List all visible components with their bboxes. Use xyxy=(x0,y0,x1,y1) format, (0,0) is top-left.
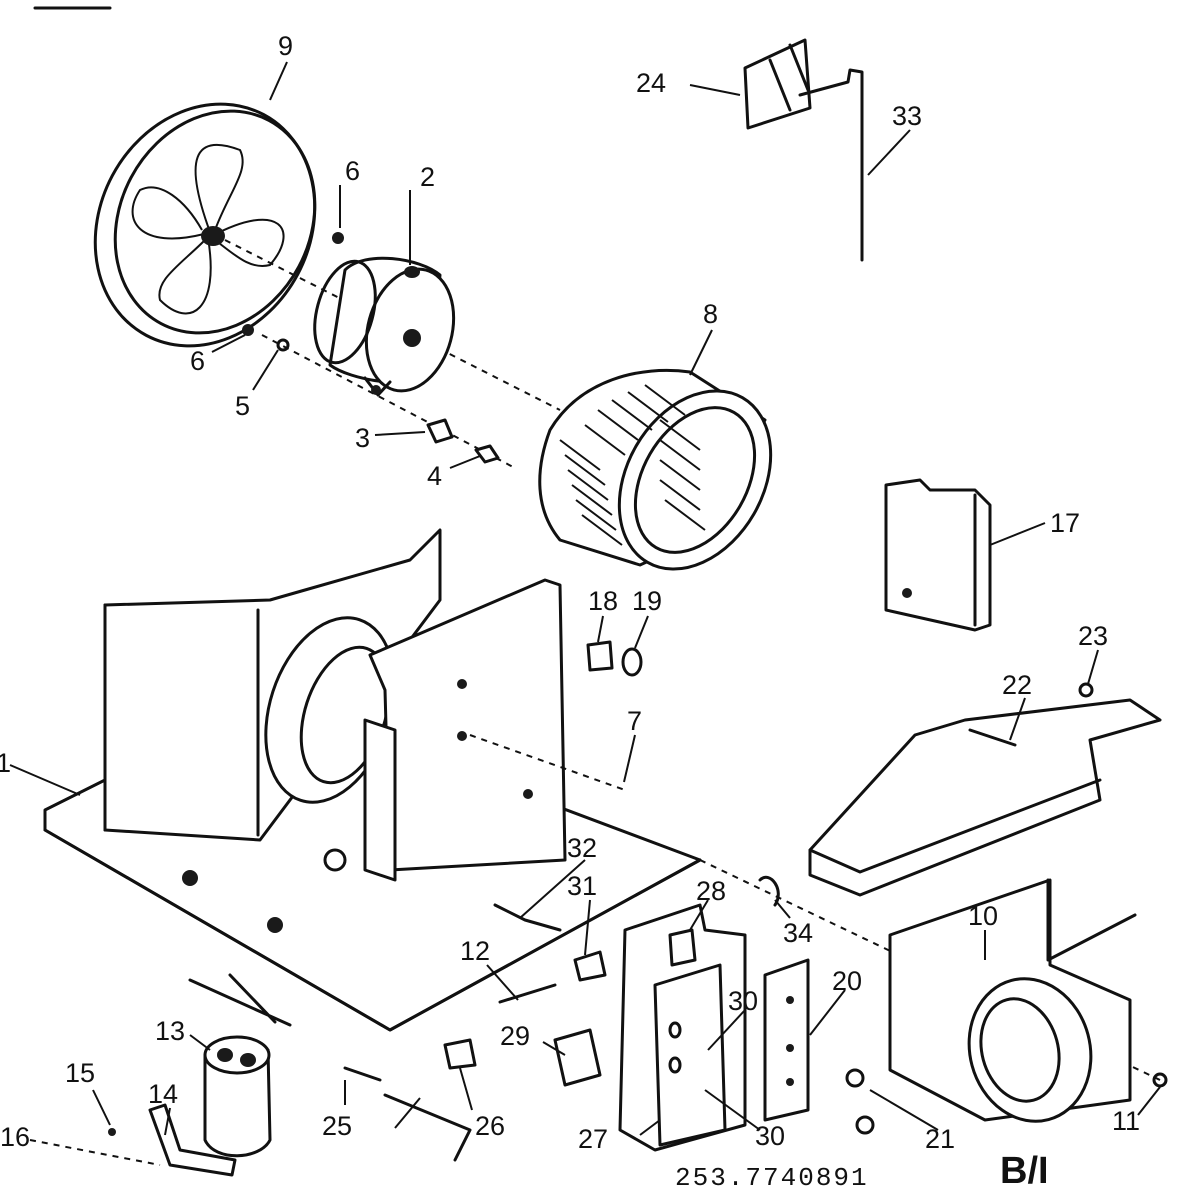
capacitor-part xyxy=(203,1035,272,1158)
nut-21-upper xyxy=(845,1068,865,1088)
section-code: B/I xyxy=(1000,1150,1049,1192)
rod-part xyxy=(798,68,864,262)
screw-11 xyxy=(1152,1072,1168,1088)
panel-part xyxy=(884,478,992,632)
model-number: 253.7740891 xyxy=(675,1163,869,1193)
callout-23: 23 xyxy=(1078,621,1108,651)
callout-labels: 9 6 2 24 33 8 6 5 3 4 17 18 19 23 22 7 1… xyxy=(0,31,1140,1154)
callout-13: 13 xyxy=(155,1016,185,1046)
callout-34: 34 xyxy=(783,918,813,948)
callout-4: 4 xyxy=(427,461,442,491)
knob-19 xyxy=(621,647,643,677)
switch-31 xyxy=(573,950,607,982)
callout-32: 32 xyxy=(567,833,597,863)
wire-12 xyxy=(498,983,557,1004)
callout-17: 17 xyxy=(1050,508,1080,538)
nut-21-lower xyxy=(855,1115,875,1135)
shaft-axis xyxy=(224,239,561,411)
top-plate-part xyxy=(808,682,1162,897)
relay-29 xyxy=(553,1028,602,1087)
callout-12: 12 xyxy=(460,936,490,966)
callout-6-lower: 6 xyxy=(190,346,205,376)
clip-3 xyxy=(426,418,454,444)
callout-14: 14 xyxy=(148,1079,178,1109)
blower-wheel-part xyxy=(538,368,773,571)
callout-20: 20 xyxy=(832,966,862,996)
switch-18 xyxy=(586,640,614,672)
callout-30-upper: 30 xyxy=(728,986,758,1016)
callout-15: 15 xyxy=(65,1058,95,1088)
callout-29: 29 xyxy=(500,1021,530,1051)
mount-line-16 xyxy=(29,1139,161,1166)
callout-1: 1 xyxy=(0,748,11,778)
base-pan-part xyxy=(43,528,702,1032)
callout-31: 31 xyxy=(567,871,597,901)
nut-6-lower xyxy=(242,324,254,336)
blower-housing-part xyxy=(888,878,1137,1123)
terminal-26 xyxy=(443,1038,477,1070)
callout-33: 33 xyxy=(892,101,922,131)
control-panel-part xyxy=(618,903,810,1152)
callout-3: 3 xyxy=(355,423,370,453)
callout-10: 10 xyxy=(968,901,998,931)
mount-line-7 xyxy=(469,734,626,791)
wire-harness-25 xyxy=(188,973,472,1162)
clip-4 xyxy=(474,444,500,464)
washer-5 xyxy=(276,338,290,352)
motor-part xyxy=(313,256,456,397)
callout-5: 5 xyxy=(235,391,250,421)
callout-28: 28 xyxy=(696,876,726,906)
callout-30-lower: 30 xyxy=(755,1121,785,1151)
callout-24: 24 xyxy=(636,68,666,98)
callout-leaders xyxy=(9,61,1161,1136)
callout-26: 26 xyxy=(475,1111,505,1141)
callout-7: 7 xyxy=(627,706,642,736)
callout-9: 9 xyxy=(278,31,293,61)
callout-21: 21 xyxy=(925,1124,955,1154)
screw-15 xyxy=(108,1128,116,1136)
callout-16: 16 xyxy=(0,1122,30,1152)
callout-6-upper: 6 xyxy=(345,156,360,186)
callout-11: 11 xyxy=(1112,1106,1140,1136)
wire-32 xyxy=(493,903,562,932)
callout-25: 25 xyxy=(322,1111,352,1141)
bracket-part xyxy=(743,38,812,130)
callout-19: 19 xyxy=(632,586,662,616)
callout-18: 18 xyxy=(588,586,618,616)
fan-blade-part xyxy=(93,102,317,348)
callout-2: 2 xyxy=(420,162,435,192)
callout-8: 8 xyxy=(703,299,718,329)
strap-14 xyxy=(148,1103,237,1177)
nut-6-upper xyxy=(332,232,344,244)
callout-27: 27 xyxy=(578,1124,608,1154)
callout-22: 22 xyxy=(1002,670,1032,700)
